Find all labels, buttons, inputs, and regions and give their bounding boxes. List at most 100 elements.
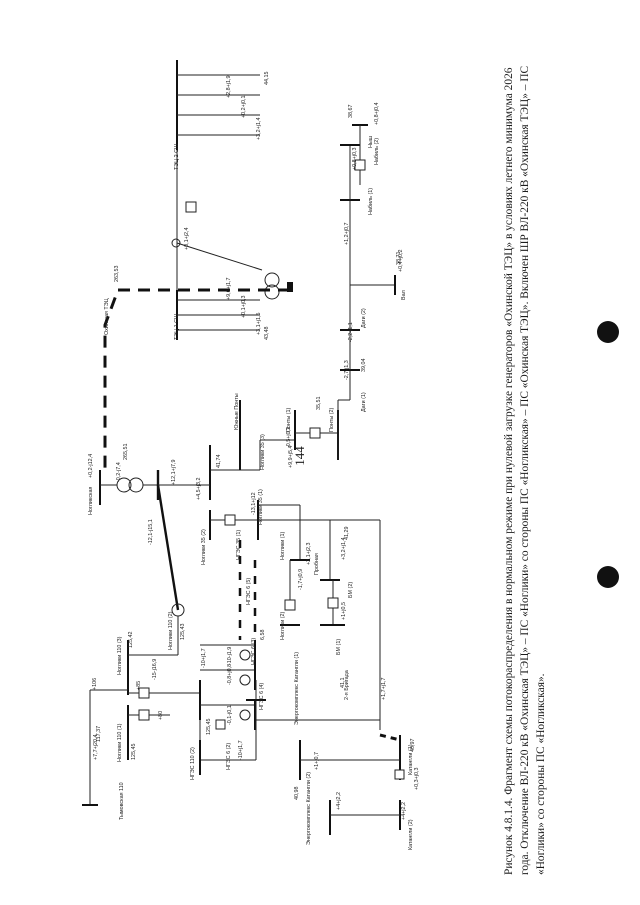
voltage-ngres-6: 6,58 bbox=[260, 630, 266, 641]
voltage-tec2: 44,15 bbox=[264, 72, 270, 86]
voltage-ngres-110-2: 125,45 bbox=[206, 719, 212, 736]
voltage-okhinskaya: 263,53 bbox=[114, 266, 120, 283]
flow-nysh-a: +0,8+j0,4 bbox=[374, 103, 380, 125]
flow-bm-b: +1+j0,5 bbox=[341, 602, 347, 620]
label-dagi-1: Даги (1) bbox=[361, 392, 367, 412]
flow-dagi-c: +1,2+j0,7 bbox=[344, 223, 350, 245]
disconnected-220kv-line bbox=[103, 288, 290, 470]
ngres-6-section bbox=[200, 540, 257, 730]
label-ngres-6-3: НГЭС 6 (3) bbox=[251, 638, 257, 665]
flow-energo-a: +4+j2,2 bbox=[336, 792, 342, 810]
flow-ngres-a: -0,8+j0,8 bbox=[227, 664, 233, 685]
flow-okh-trf: +0,1+j2,4 bbox=[184, 228, 190, 250]
okhinskaya-transformer-a bbox=[264, 272, 280, 288]
label-nogliki-110-2: Ноглики 110 (2) bbox=[168, 611, 174, 650]
flow-dagi-b: -2,2-j1,1 bbox=[348, 322, 354, 342]
flow-ngres-e: -10+j1,7 bbox=[238, 740, 244, 760]
label-nogliki-2: Ноглики (2) bbox=[280, 611, 286, 640]
caption-line-1: Рисунок 4.8.1.4. Фрагмент схемы потокора… bbox=[503, 146, 515, 875]
label-ponty-2: Понты (2) bbox=[329, 408, 335, 432]
flow-nog220-trf: -0,2-j7,4 bbox=[116, 462, 122, 482]
label-okhinskaya-tec: Охинская ТЭЦ bbox=[104, 298, 110, 335]
flow-tec2-b: +0,2+j0,1 bbox=[241, 96, 247, 118]
label-nabil-1: Набиль (1) bbox=[368, 188, 374, 215]
katangli-section bbox=[246, 680, 405, 835]
voltage-brigada: 41,1 bbox=[340, 678, 346, 689]
flow-ngres-b: -10-j1,9 bbox=[227, 647, 233, 665]
flow-ponty-a: -0,5+j0,2 bbox=[286, 427, 292, 448]
flow-nog35-c: -13,1+j12 bbox=[251, 492, 257, 515]
label-energokompleks-1: Энергокомплекс Катангли (1) bbox=[294, 652, 300, 725]
voltage-ponty: 35,51 bbox=[316, 397, 322, 411]
flow-ngres-d: -10+j1,7 bbox=[201, 648, 207, 668]
voltage-tec1: 43,48 bbox=[264, 327, 270, 341]
flow-tec1-a: +3,1+j1,5 bbox=[256, 313, 262, 335]
figure-caption: Рисунок 4.8.1.4. Фрагмент схемы потокора… bbox=[501, 65, 549, 875]
flow-bm-a: +3,2+j1,4 bbox=[341, 538, 347, 560]
label-val: Вал bbox=[401, 290, 407, 300]
flow-energo-b: +1+j0,7 bbox=[314, 752, 320, 770]
ponty-dagi-chain bbox=[259, 124, 396, 470]
label-ngres-110-2: НГЭС 110 (2) bbox=[190, 747, 196, 780]
okhinskaya-bus-marker bbox=[287, 282, 293, 292]
flow-brigada: +1,7+j1,7 bbox=[381, 678, 387, 700]
label-bm-2: БМ (2) bbox=[348, 582, 354, 598]
flow-tec1-c: +9,6+j1,7 bbox=[226, 278, 232, 300]
nogliki-110-breaker-b bbox=[138, 709, 150, 721]
flow-nog110-a: -15-j16,9 bbox=[152, 659, 158, 680]
label-energokompleks-2: Энергокомплекс Катангли (2) bbox=[306, 772, 312, 845]
diagram-labels: Тымовская 110 Ноглики 110 (3) Ноглики 11… bbox=[88, 72, 420, 851]
label-probnaya: Пробная bbox=[314, 553, 320, 575]
flow-nog35-b: +12,1+j7,9 bbox=[171, 460, 177, 485]
flow-ngres-c: -0,1-j0,1 bbox=[227, 705, 233, 725]
voltage-tymovskaya: 117,37 bbox=[96, 726, 102, 742]
line-to-nogliki-110 bbox=[156, 484, 180, 611]
label-nogliki-110-1: Ноглики 110 (1) bbox=[117, 723, 123, 762]
voltage-noglikskaya: 265,51 bbox=[123, 444, 129, 461]
label-bm-1: БМ (1) bbox=[336, 639, 342, 655]
katangli-breaker bbox=[394, 769, 405, 780]
flow-nog110-in: +106 bbox=[92, 678, 98, 690]
label-nogliki-35-2: Ноглики 35 (2) bbox=[201, 529, 207, 565]
label-nogliki-110-3: Ноглики 110 (3) bbox=[117, 636, 123, 675]
bm-section bbox=[280, 505, 381, 730]
tec-breaker bbox=[185, 201, 197, 213]
ngres-breaker bbox=[215, 719, 226, 730]
flow-tec2-a: +3,2+j1,4 bbox=[256, 118, 262, 140]
label-tymovskaya: Тымовская 110 bbox=[119, 782, 125, 820]
punch-hole-top bbox=[597, 321, 619, 343]
ngres-generator-c bbox=[239, 709, 251, 721]
label-tec-1-sh: ТЭЦ 1 СШ bbox=[174, 314, 180, 340]
flow-tec2-c: +2,8+j1,9 bbox=[226, 76, 232, 98]
voltage-katangli: 40,97 bbox=[410, 739, 416, 753]
punch-hole-bottom bbox=[597, 566, 619, 588]
okhinskaya-transformer-b bbox=[264, 284, 280, 300]
probnaya-breaker bbox=[284, 599, 296, 611]
label-katangli-1: Катангли (1) bbox=[408, 744, 414, 775]
label-ngres-6-5: НГЭС 6 (5) bbox=[246, 578, 252, 605]
nogliki-110-section bbox=[82, 616, 256, 806]
flow-nabil-b: -1,7+j0,9 bbox=[298, 569, 304, 590]
flow-tec1-b: +0,1+j0,3 bbox=[241, 296, 247, 318]
bm-breaker bbox=[327, 597, 339, 609]
flow-nog110-d: -12,1-j15,1 bbox=[148, 519, 154, 545]
flow-nog35-a: +4,5+j3,2 bbox=[196, 478, 202, 500]
voltage-dagi: 39,04 bbox=[361, 359, 367, 373]
flow-val-load: +0,4+j0,2 bbox=[398, 250, 404, 272]
flow-ponty-b: +9,9+j5,4 bbox=[288, 446, 294, 468]
label-nogliki-1: Ноглики (1) bbox=[280, 531, 286, 560]
noglikskaya-section bbox=[99, 470, 185, 617]
label-nysh: Ныш bbox=[368, 136, 374, 148]
label-ngres-6-2: НГЭС 6 (2) bbox=[226, 743, 232, 770]
label-tec-2-sh: ТЭЦ 2 СШ bbox=[174, 144, 180, 170]
ponty-breaker bbox=[309, 427, 321, 439]
label-nogliki-35-1: Ноглики 35 (1) bbox=[258, 489, 264, 525]
ngres-generator-b bbox=[239, 674, 251, 686]
label-ponty-1: Понты (1) bbox=[286, 408, 292, 432]
voltage-nogliki-110-1: 125,42 bbox=[128, 632, 134, 649]
flow-dagi-a: -2,7-j1,3 bbox=[344, 360, 350, 380]
label-yuzhnye-ponty: Южные Понты bbox=[234, 393, 240, 430]
label-noglikskaya: Ногликская bbox=[88, 487, 94, 515]
